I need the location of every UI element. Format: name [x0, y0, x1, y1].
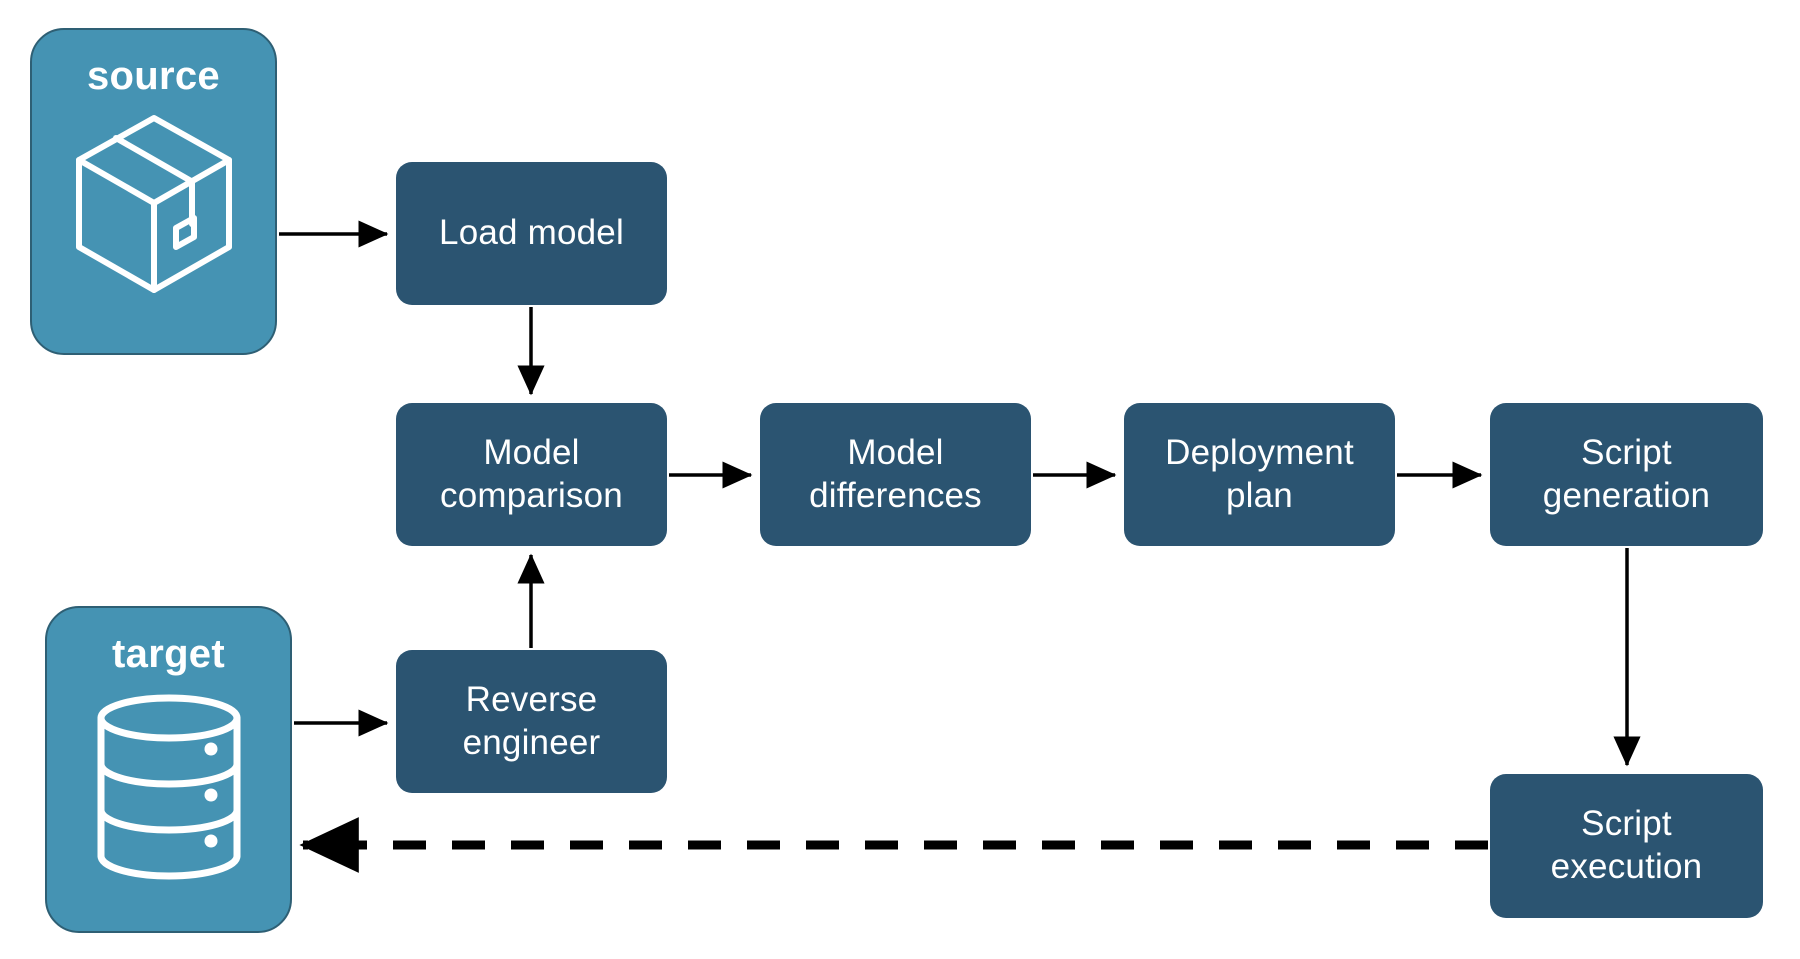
node-load-model-label: Load model: [439, 213, 624, 253]
node-script-generation-label: Script generation: [1542, 432, 1711, 515]
node-model-comparison-label: Model comparison: [440, 432, 623, 515]
endpoint-source[interactable]: source: [30, 28, 277, 355]
node-reverse-engineer-label: Reverse engineer: [462, 679, 601, 762]
endpoint-target[interactable]: target: [45, 606, 292, 933]
package-box-icon: [69, 110, 239, 305]
node-load-model[interactable]: Load model: [396, 162, 667, 305]
node-deployment-plan[interactable]: Deployment plan: [1124, 403, 1395, 546]
node-script-execution[interactable]: Script execution: [1490, 774, 1763, 918]
endpoint-target-label: target: [112, 632, 225, 676]
database-cylinder-icon: [89, 692, 249, 887]
node-script-generation[interactable]: Script generation: [1490, 403, 1763, 546]
endpoint-source-label: source: [87, 54, 220, 98]
node-reverse-engineer[interactable]: Reverse engineer: [396, 650, 667, 793]
node-deployment-plan-label: Deployment plan: [1165, 432, 1354, 515]
node-model-differences[interactable]: Model differences: [760, 403, 1031, 546]
node-script-execution-label: Script execution: [1550, 804, 1703, 886]
node-model-differences-label: Model differences: [809, 432, 982, 515]
node-model-comparison[interactable]: Model comparison: [396, 403, 667, 546]
